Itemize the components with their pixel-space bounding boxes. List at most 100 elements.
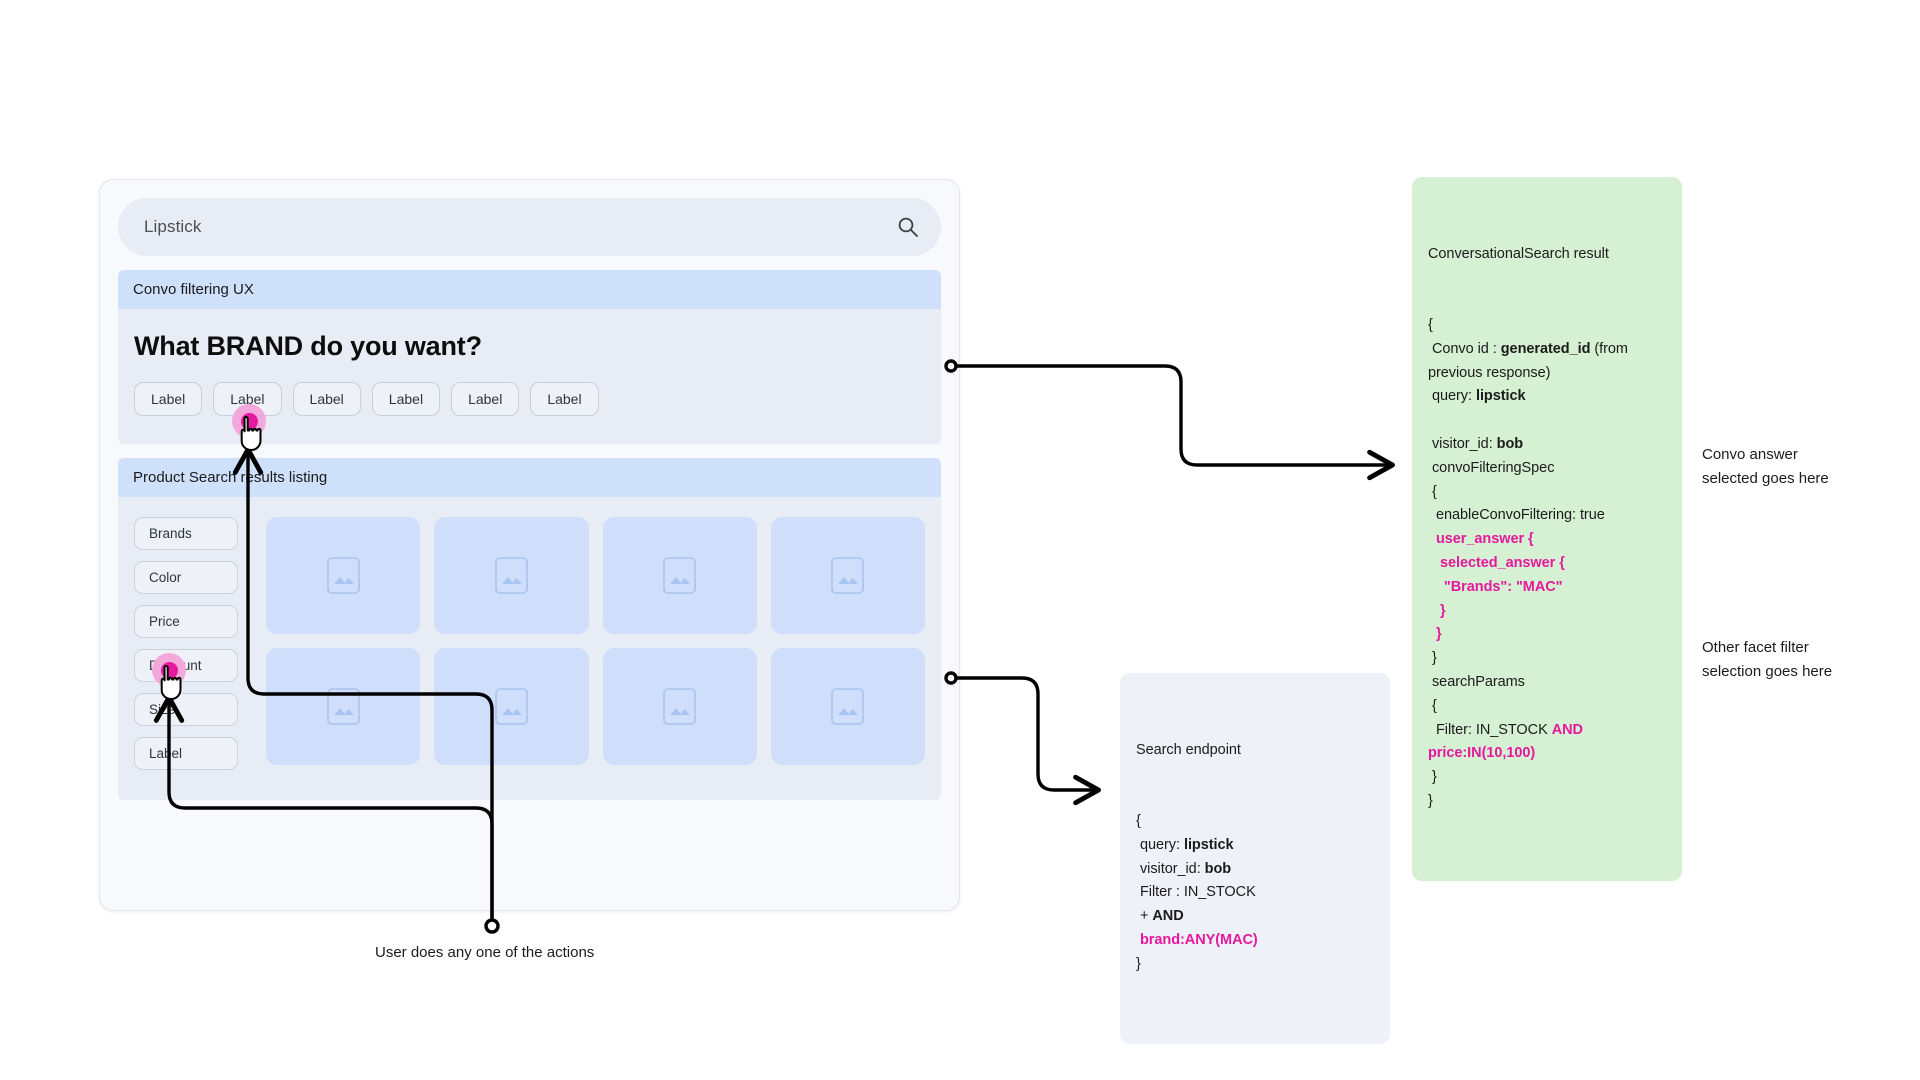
code-line: + AND bbox=[1136, 905, 1374, 929]
listing-section-body: Brands Color Price Discount Size Label bbox=[118, 497, 941, 800]
app-mock-window: Lipstick Convo filtering UX What BRAND d… bbox=[99, 179, 960, 911]
convo-chip[interactable]: Label bbox=[530, 382, 599, 416]
facet-brands[interactable]: Brands bbox=[134, 517, 238, 550]
product-card[interactable] bbox=[434, 648, 589, 765]
wire-facet-to-endpoint bbox=[944, 671, 1101, 806]
code-token: lipstick bbox=[1475, 388, 1526, 405]
product-card[interactable] bbox=[602, 517, 757, 634]
code-token: "Brands": "MAC" bbox=[1428, 578, 1563, 595]
product-card[interactable] bbox=[770, 517, 925, 634]
facet-discount[interactable]: Discount bbox=[134, 649, 238, 682]
search-icon[interactable] bbox=[897, 216, 919, 238]
image-placeholder-icon bbox=[663, 688, 696, 725]
code-token: AND bbox=[1152, 908, 1184, 925]
code-token: visitor_id: bbox=[1428, 435, 1497, 452]
code-token: query: bbox=[1136, 836, 1184, 853]
product-card[interactable] bbox=[434, 517, 589, 634]
code-token: } bbox=[1428, 626, 1442, 643]
image-placeholder-icon bbox=[663, 557, 696, 594]
code-line: query: lipstick bbox=[1136, 834, 1374, 858]
convo-chip[interactable]: Label bbox=[292, 382, 361, 416]
product-card[interactable] bbox=[266, 517, 421, 634]
code-line: } bbox=[1428, 623, 1666, 647]
image-placeholder-icon bbox=[495, 688, 528, 725]
code-token: Filter : IN_STOCK bbox=[1136, 884, 1256, 901]
code-token: { bbox=[1428, 483, 1437, 500]
code-line: } bbox=[1428, 600, 1666, 624]
wire-convo-to-result bbox=[944, 359, 1395, 481]
code-token: } bbox=[1428, 769, 1437, 786]
code-line: { bbox=[1428, 481, 1666, 505]
note-convo-answer: Convo answer selected goes here bbox=[1702, 446, 1829, 487]
panel-body: { Convo id : generated_id (from previous… bbox=[1428, 314, 1666, 814]
facet-color[interactable]: Color bbox=[134, 561, 238, 594]
convo-question: What BRAND do you want? bbox=[134, 331, 482, 361]
product-listing-section: Product Search results listing Brands Co… bbox=[118, 458, 941, 800]
code-token: Filter: IN_STOCK bbox=[1428, 721, 1552, 738]
product-card[interactable] bbox=[770, 648, 925, 765]
code-line: Filter: IN_STOCK AND price:IN(10,100) bbox=[1428, 719, 1666, 767]
convo-chip[interactable]: Label bbox=[134, 382, 203, 416]
code-line: "Brands": "MAC" bbox=[1428, 576, 1666, 600]
code-token: enableConvoFiltering: true bbox=[1428, 507, 1605, 524]
code-token: { bbox=[1428, 697, 1437, 714]
code-token: AND price:IN(10,100) bbox=[1428, 721, 1587, 762]
code-token: bob bbox=[1496, 435, 1524, 452]
diagram-caption: User does any one of the actions bbox=[375, 944, 595, 961]
code-line: searchParams bbox=[1428, 671, 1666, 695]
code-line: } bbox=[1136, 953, 1374, 977]
code-token: { bbox=[1136, 812, 1141, 829]
pointer-cursor-price-facet bbox=[155, 664, 185, 702]
code-token: user_answer { bbox=[1428, 531, 1534, 548]
facet-filter-list: Brands Color Price Discount Size Label bbox=[134, 517, 238, 770]
code-token: Convo id : bbox=[1428, 340, 1501, 357]
code-token: } bbox=[1428, 650, 1437, 667]
image-placeholder-icon bbox=[831, 688, 865, 725]
image-placeholder-icon bbox=[326, 688, 360, 725]
panel-title: Search endpoint bbox=[1136, 741, 1241, 758]
search-input-value[interactable]: Lipstick bbox=[144, 217, 202, 236]
search-bar[interactable]: Lipstick bbox=[118, 198, 941, 256]
facet-price[interactable]: Price bbox=[134, 605, 238, 638]
code-line: brand:ANY(MAC) bbox=[1136, 929, 1374, 953]
panel-body: { query: lipstick visitor_id: bob Filter… bbox=[1136, 810, 1374, 977]
product-card[interactable] bbox=[266, 648, 421, 765]
convo-section-body: What BRAND do you want? Label Label Labe… bbox=[118, 309, 941, 444]
convo-chip-row: Label Label Label Label Label Label bbox=[134, 382, 925, 416]
facet-size[interactable]: Size bbox=[134, 693, 238, 726]
code-token: convoFilteringSpec bbox=[1428, 459, 1555, 476]
code-line: { bbox=[1428, 695, 1666, 719]
code-line: visitor_id: bob bbox=[1136, 858, 1374, 882]
convo-section-header: Convo filtering UX bbox=[118, 270, 941, 309]
convo-chip[interactable]: Label bbox=[451, 382, 520, 416]
code-line: } bbox=[1428, 766, 1666, 790]
facet-label[interactable]: Label bbox=[134, 737, 238, 770]
conversational-search-result-panel: ConversationalSearch result { Convo id :… bbox=[1412, 177, 1682, 882]
code-line: } bbox=[1428, 790, 1666, 814]
code-line: enableConvoFiltering: true bbox=[1428, 504, 1666, 528]
code-token: bob bbox=[1204, 860, 1232, 877]
convo-filtering-section: Convo filtering UX What BRAND do you wan… bbox=[118, 270, 941, 444]
code-token: + bbox=[1136, 908, 1153, 925]
code-token: lipstick bbox=[1183, 836, 1234, 853]
image-placeholder-icon bbox=[326, 557, 360, 594]
product-card[interactable] bbox=[602, 648, 757, 765]
code-token: searchParams bbox=[1428, 673, 1525, 690]
code-line: query: lipstick bbox=[1428, 385, 1666, 409]
code-token: { bbox=[1428, 316, 1433, 333]
code-line bbox=[1428, 409, 1666, 433]
product-grid bbox=[266, 517, 925, 770]
code-line: Filter : IN_STOCK bbox=[1136, 881, 1374, 905]
code-line: visitor_id: bob bbox=[1428, 433, 1666, 457]
panel-title: ConversationalSearch result bbox=[1428, 245, 1609, 262]
code-token: query: bbox=[1428, 388, 1476, 405]
code-token: } bbox=[1136, 955, 1141, 972]
image-placeholder-icon bbox=[495, 557, 528, 594]
code-token: generated_id bbox=[1500, 340, 1591, 357]
pointer-cursor-convo-chip bbox=[235, 415, 265, 453]
convo-chip[interactable]: Label bbox=[371, 382, 441, 416]
code-line: user_answer { bbox=[1428, 528, 1666, 552]
code-line: { bbox=[1428, 314, 1666, 338]
code-token: brand:ANY(MAC) bbox=[1136, 931, 1258, 948]
